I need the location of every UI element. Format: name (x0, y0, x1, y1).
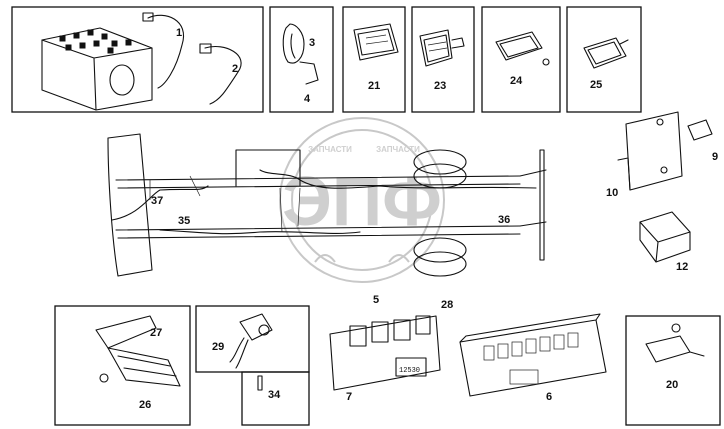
callout-23: 23 (434, 80, 446, 92)
relay-block: 12530 5 28 7 (329, 294, 453, 403)
callout-7: 7 (346, 391, 352, 403)
callout-6: 6 (546, 391, 552, 403)
battery-illustration (41, 27, 153, 111)
panel-bulb: 34 (241, 371, 310, 426)
callout-25: 25 (590, 79, 602, 91)
callout-3: 3 (309, 37, 315, 49)
callout-2: 2 (232, 63, 238, 75)
cover-box: 12 (639, 211, 691, 273)
callout-20: 20 (666, 379, 678, 391)
wiring-harness-36 (259, 169, 537, 189)
callout-1: 1 (176, 27, 182, 39)
callout-10: 10 (606, 187, 618, 199)
panel-headlamp: 21 (342, 6, 406, 113)
mounting-plate: 9 10 (606, 111, 718, 199)
panel-tail-lamp: 27 26 (54, 305, 191, 426)
panel-lamp-25: 25 (566, 6, 642, 113)
chassis-frame: 37 35 36 (107, 133, 547, 277)
callout-28: 28 (441, 299, 453, 311)
callout-24: 24 (510, 75, 523, 87)
callout-5: 5 (373, 294, 379, 306)
callout-36: 36 (498, 214, 510, 226)
watermark-arc-left: ЗАПЧАСТИ (308, 145, 352, 154)
relay-block-code: 12530 (399, 367, 420, 375)
cable-1 (147, 14, 185, 89)
panel-relay-20: 20 (625, 315, 721, 426)
callout-35: 35 (178, 215, 190, 227)
callout-12: 12 (676, 261, 688, 273)
panel-switch: 29 (195, 305, 310, 373)
callout-29: 29 (212, 341, 224, 353)
fuse-box: 6 (459, 313, 607, 403)
callout-9: 9 (712, 151, 718, 163)
callout-21: 21 (368, 80, 380, 92)
callout-27: 27 (150, 327, 162, 339)
callout-37: 37 (151, 195, 163, 207)
watermark-arc-right: ЗАПЧАСТИ (376, 145, 420, 154)
panel-horn: 3 4 (269, 6, 334, 113)
panel-lamp-24: 24 (481, 6, 561, 113)
callout-4: 4 (304, 93, 311, 105)
panel-foglamp: 23 (411, 6, 475, 113)
panel-battery: 1 2 (11, 6, 264, 113)
cable-2 (204, 46, 242, 105)
callout-26: 26 (139, 399, 151, 411)
wiring-harness-35 (111, 185, 361, 235)
callout-34: 34 (268, 389, 281, 401)
